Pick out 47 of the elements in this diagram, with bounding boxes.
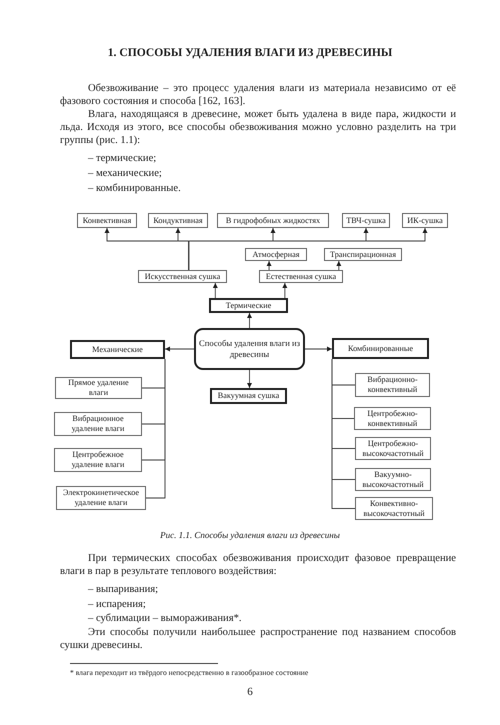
paragraph: Эти способы получили наибольшее распространение под названием способов сушки древесины. [60, 626, 456, 652]
arrow [188, 228, 428, 270]
paragraph: При термических способах обезвоживания происходит фазовое превращение влаги в пар в результате теплового воздействия: [60, 552, 456, 578]
list-item: – механические; [88, 167, 162, 180]
root-box: Способы удаления влаги из древесины [194, 328, 305, 370]
method-box: ИК-сушка [402, 213, 448, 228]
arrow [247, 370, 252, 388]
group-box: Комбинированные [332, 338, 429, 359]
page-number: 6 [246, 686, 254, 698]
list-item: – выпаривания; [88, 583, 158, 596]
arrow [212, 282, 218, 298]
figure-caption: Рис. 1.1. Способы удаления влаги из древесины [159, 530, 341, 540]
method-box: Атмосферная [245, 248, 307, 261]
group-box: Механические [70, 340, 165, 359]
method-box: Естественная сушка [259, 270, 343, 283]
arrow [282, 282, 288, 298]
connector-line [146, 358, 166, 498]
list-item: – термические; [88, 152, 156, 165]
method-box: Вакуумно-высокочастотный [355, 468, 431, 491]
arrow [164, 346, 194, 352]
method-box: Конвективная [77, 213, 137, 228]
list-item: – комбинированные. [88, 182, 181, 195]
list-item: – сублимации – вымораживания*. [88, 612, 242, 625]
method-box: Искусственная сушка [138, 270, 227, 283]
arrow [304, 346, 332, 352]
method-box: Центробежно-конвективный [354, 407, 431, 430]
method-box: Транспирационная [324, 248, 402, 261]
method-box: Электрокинетическое удаление влаги [56, 486, 146, 510]
method-box: Центробежное удаление влаги [54, 448, 142, 472]
group-box: Вакуумная сушка [210, 388, 287, 404]
method-box: Центробежно-высокочастотный [355, 437, 431, 460]
method-box: Вибрационное удаление влаги [54, 412, 142, 436]
method-box: ТВЧ-сушка [342, 213, 390, 228]
group-box: Термические [209, 298, 288, 313]
arrow [266, 260, 272, 270]
method-box: Прямое удаление влаги [55, 377, 142, 399]
arrow [336, 260, 342, 270]
paragraph: Влага, находящаяся в древесине, может быть удалена в виде пара, жидкости и льда. Исходя из этого, все способы обезвоживания можно условно разделить на три группы (рис. 1.1): [60, 108, 456, 147]
method-box: Конвективно-высокочастотный [355, 497, 433, 520]
method-box: В гидрофобных жидкостях [217, 213, 329, 228]
list-item: – испарения; [88, 598, 146, 611]
connector-line [332, 358, 356, 509]
paragraph: Обезвоживание – это процесс удаления влаги из материала независимо от её фазового состояния и способа [162, 163]. [60, 82, 456, 108]
method-box: Вибрационно-конвективный [355, 373, 430, 397]
page-heading: 1. СПОСОБЫ УДАЛЕНИЯ ВЛАГИ ИЗ ДРЕВЕСИНЫ [106, 46, 394, 59]
method-box: Кондуктивная [148, 213, 208, 228]
arrow [247, 312, 252, 328]
